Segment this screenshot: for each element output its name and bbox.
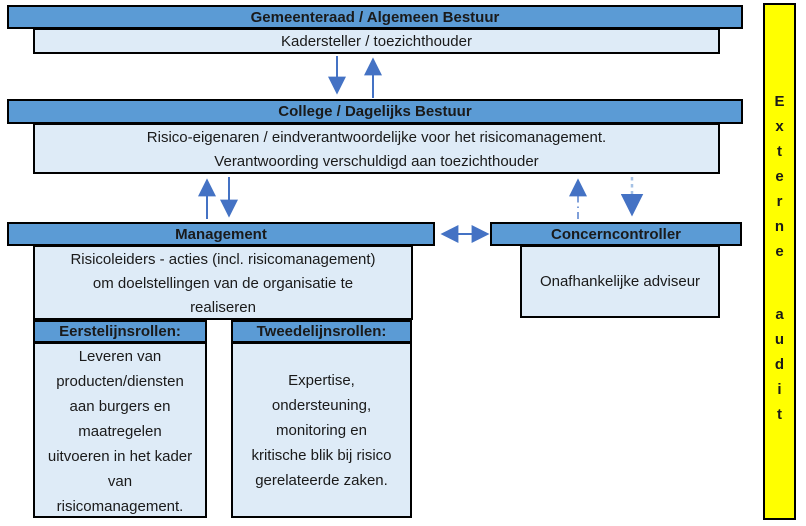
tweedelijnsrollen-header-bar: Tweedelijnsrollen: bbox=[231, 320, 412, 343]
eerstelijnsrollen-line: producten/diensten bbox=[56, 373, 184, 390]
eerstelijnsrollen-line: maatregelen bbox=[78, 423, 162, 440]
tweedelijnsrollen-description-box: Expertise, ondersteuning, monitoring en … bbox=[231, 342, 412, 518]
concerncontroller-description-box: Onafhankelijke adviseur bbox=[520, 245, 720, 318]
tweedelijnsrollen-line: gerelateerde zaken. bbox=[255, 471, 388, 489]
kadersteller-label: Kadersteller / toezichthouder bbox=[281, 32, 472, 50]
eerstelijnsrollen-header-bar: Eerstelijnsrollen: bbox=[33, 320, 207, 343]
eerstelijnsrollen-line: uitvoeren in het kader bbox=[47, 448, 193, 465]
tweedelijnsrollen-line: Expertise, bbox=[288, 371, 355, 389]
tweedelijnsrollen-line: monitoring en bbox=[276, 421, 367, 439]
college-title: College / Dagelijks Bestuur bbox=[278, 103, 472, 120]
externe-audit-word: Externe bbox=[771, 92, 788, 268]
eerstelijnsrollen-line: Leveren van bbox=[78, 348, 162, 365]
tweedelijnsrollen-line: kritische blik bij risico bbox=[251, 446, 392, 464]
gemeenteraad-title: Gemeenteraad / Algemeen Bestuur bbox=[250, 8, 500, 26]
concerncontroller-description: Onafhankelijke adviseur bbox=[539, 273, 701, 290]
eerstelijnsrollen-title: Eerstelijnsrollen: bbox=[59, 323, 181, 340]
management-description-line: Risicoleiders - acties (incl. risicomana… bbox=[70, 251, 376, 268]
tweedelijnsrollen-line: ondersteuning, bbox=[271, 396, 372, 414]
management-description-line: om doelstellingen van de organisatie te bbox=[92, 275, 354, 292]
concerncontroller-header-bar: Concerncontroller bbox=[490, 222, 742, 246]
eerstelijnsrollen-line: van bbox=[107, 473, 133, 490]
management-description-line: realiseren bbox=[190, 299, 256, 316]
externe-audit-word: audit bbox=[771, 305, 788, 431]
college-description-box: Risico-eigenaren / eindverantwoordelijke… bbox=[33, 123, 720, 174]
tweedelijnsrollen-title: Tweedelijnsrollen: bbox=[256, 323, 387, 340]
eerstelijnsrollen-line: risicomanagement. bbox=[56, 498, 184, 515]
kadersteller-box: Kadersteller / toezichthouder bbox=[33, 28, 720, 54]
college-description-line: Risico-eigenaren / eindverantwoordelijke… bbox=[146, 129, 607, 146]
college-description-line: Verantwoording verschuldigd aan toezicht… bbox=[214, 153, 539, 170]
eerstelijnsrollen-description-box: Leveren van producten/diensten aan burge… bbox=[33, 342, 207, 518]
externe-audit-bar: Externe audit bbox=[763, 3, 796, 520]
concerncontroller-title: Concerncontroller bbox=[550, 225, 682, 243]
management-header-bar: Management bbox=[7, 222, 435, 246]
college-header-bar: College / Dagelijks Bestuur bbox=[7, 99, 743, 124]
eerstelijnsrollen-line: aan burgers en bbox=[69, 398, 171, 415]
gemeenteraad-header-bar: Gemeenteraad / Algemeen Bestuur bbox=[7, 5, 743, 29]
management-title: Management bbox=[175, 225, 267, 243]
management-description-box: Risicoleiders - acties (incl. risicomana… bbox=[33, 245, 413, 320]
